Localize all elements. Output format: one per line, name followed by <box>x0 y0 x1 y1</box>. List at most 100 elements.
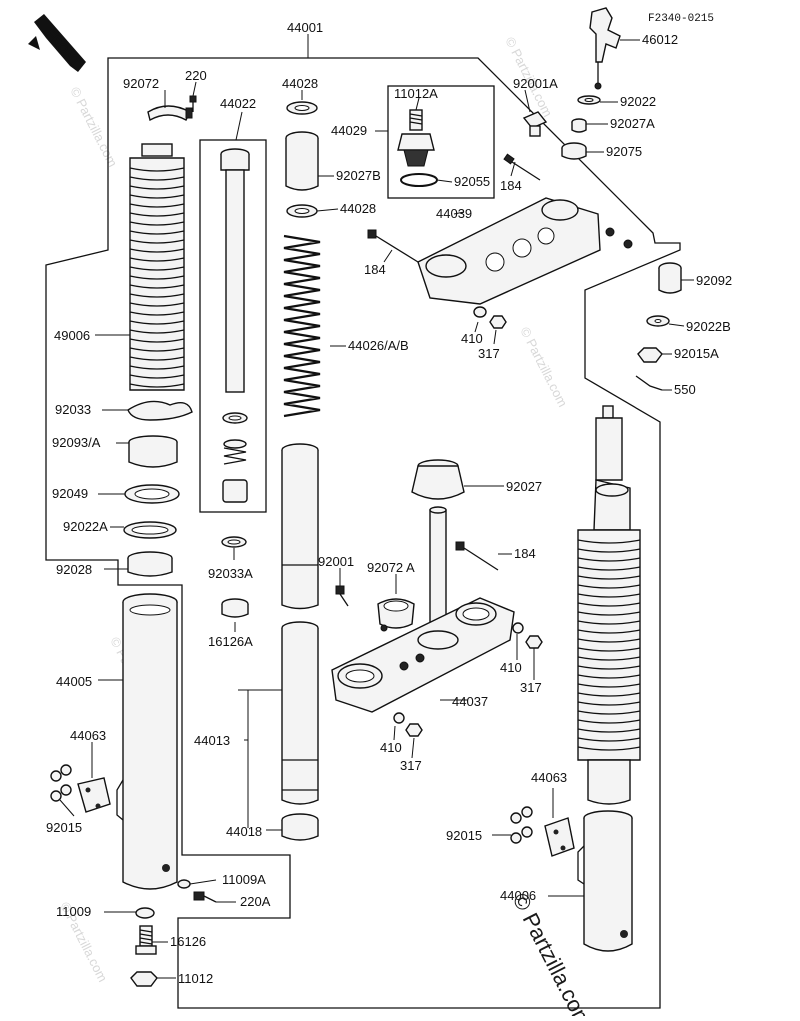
ring-92033a-icon <box>221 536 247 548</box>
fork-assembly-right-icon <box>577 405 641 805</box>
bracket-46012-icon <box>589 7 621 90</box>
washer-92022a-icon <box>123 521 177 539</box>
front-arrow-icon: FRONT <box>28 14 86 72</box>
clamp-92072a-icon <box>377 598 415 632</box>
label-410-lower: 410 <box>380 740 402 755</box>
label-410-mid: 410 <box>500 660 522 675</box>
outer-tube-44005-icon <box>116 593 178 890</box>
label-44013: 44013 <box>194 733 230 748</box>
oil-seal-92049-icon <box>124 484 180 504</box>
bolt-220a-icon <box>193 891 217 903</box>
bolt-184-lower-icon <box>455 541 499 571</box>
bolt-184-left-icon <box>367 229 419 263</box>
bolt-92001-icon <box>335 585 349 607</box>
label-410-upper: 410 <box>461 331 483 346</box>
label-44026: 44026/A/B <box>348 338 409 353</box>
drain-bolt-16126-icon <box>135 925 157 955</box>
label-44006: 44006 <box>500 888 536 903</box>
group-outline <box>45 57 681 1009</box>
nut-92015-icon <box>50 764 72 802</box>
nut-317-lower-icon <box>405 723 423 737</box>
label-92072a: 92072 A <box>367 560 415 575</box>
label-44028-bottom: 44028 <box>340 201 376 216</box>
nut-92015a-icon <box>637 347 663 363</box>
washer-410-mid-icon <box>512 622 524 634</box>
cap-92027-icon <box>411 459 465 500</box>
label-11012: 11012 <box>178 971 213 986</box>
label-92001a: 92001A <box>513 76 558 91</box>
label-46012: 46012 <box>642 32 678 47</box>
label-550: 550 <box>674 382 696 397</box>
label-92022a: 92022A <box>63 519 108 534</box>
gasket-92033-icon <box>127 400 193 421</box>
leader-lines <box>59 34 694 979</box>
label-11009: 11009 <box>56 904 91 919</box>
spacer-44028-top-icon <box>286 101 318 115</box>
fork-spring-44026-icon <box>283 234 321 418</box>
label-92075: 92075 <box>606 144 642 159</box>
spacer-92027b-icon <box>285 131 319 191</box>
nut-92015-right-icon <box>510 806 533 844</box>
label-44018: 44018 <box>226 824 262 839</box>
lower-bracket-44037-icon <box>331 506 515 713</box>
collar-92075-icon <box>561 142 587 160</box>
label-16126: 16126 <box>170 934 206 949</box>
label-220: 220 <box>185 68 207 83</box>
label-16126a: 16126A <box>208 634 253 649</box>
valve-kit-box <box>387 85 495 199</box>
label-44063-right: 44063 <box>531 770 567 785</box>
fork-boot-49006-icon <box>129 143 185 391</box>
axle-cap-44063-right-icon <box>544 817 575 857</box>
label-92072: 92072 <box>123 76 159 91</box>
inner-tube-44013-lower-icon <box>281 621 319 805</box>
outer-tube-44006-icon <box>577 810 633 952</box>
guide-44018-icon <box>281 813 319 841</box>
inner-tube-44013-upper-icon <box>281 443 319 610</box>
diagram-code: F2340-0215 <box>648 13 714 25</box>
label-92049: 92049 <box>52 486 88 501</box>
label-44005: 44005 <box>56 674 92 689</box>
label-11009a: 11009A <box>222 872 266 887</box>
label-44028-top: 44028 <box>282 76 318 91</box>
label-92033a: 92033A <box>208 566 253 581</box>
label-317-lower: 317 <box>400 758 422 773</box>
pin-550-icon <box>635 375 663 391</box>
valve-11012a-icon <box>397 109 435 167</box>
washer-11009a-icon <box>177 879 191 889</box>
damper-rod-44022-icon <box>220 148 250 503</box>
part-labels: 44001 92072 220 44028 44022 92027B 44028… <box>46 20 732 986</box>
label-220a: 220A <box>240 894 271 909</box>
label-92033: 92033 <box>55 402 91 417</box>
washer-410-lower-icon <box>393 712 405 724</box>
label-92027a: 92027A <box>610 116 655 131</box>
label-44063-left: 44063 <box>70 728 106 743</box>
label-317-mid: 317 <box>520 680 542 695</box>
axle-cap-44063-icon <box>77 777 111 813</box>
bushing-92028-icon <box>127 551 173 577</box>
label-92027b: 92027B <box>336 168 381 183</box>
watermark-text: © Partzilla.com <box>517 325 570 410</box>
nut-317-mid-icon <box>525 635 543 649</box>
label-92001: 92001 <box>318 554 354 569</box>
washer-410-upper-icon <box>473 306 487 318</box>
front-label: FRONT <box>43 26 84 70</box>
nut-317-upper-icon <box>489 315 507 329</box>
label-92015a: 92015A <box>674 346 719 361</box>
label-11012a: 11012A <box>394 86 438 101</box>
bolt-184-upper-icon <box>503 153 541 181</box>
label-92092: 92092 <box>696 273 732 288</box>
label-44037: 44037 <box>452 694 488 709</box>
label-92028: 92028 <box>56 562 92 577</box>
bushing-92092-icon <box>658 262 682 294</box>
label-92015-right: 92015 <box>446 828 482 843</box>
clamp-92072-icon <box>147 105 193 122</box>
label-184-lower: 184 <box>514 546 536 561</box>
spacer-44028-bottom-icon <box>286 204 318 218</box>
watermark-text: © Partzilla.com <box>67 85 120 170</box>
label-44022: 44022 <box>220 96 256 111</box>
label-92027: 92027 <box>506 479 542 494</box>
washer-92022-icon <box>577 95 601 105</box>
damper-kit-box <box>199 139 267 513</box>
label-44039: 44039 <box>436 206 472 221</box>
